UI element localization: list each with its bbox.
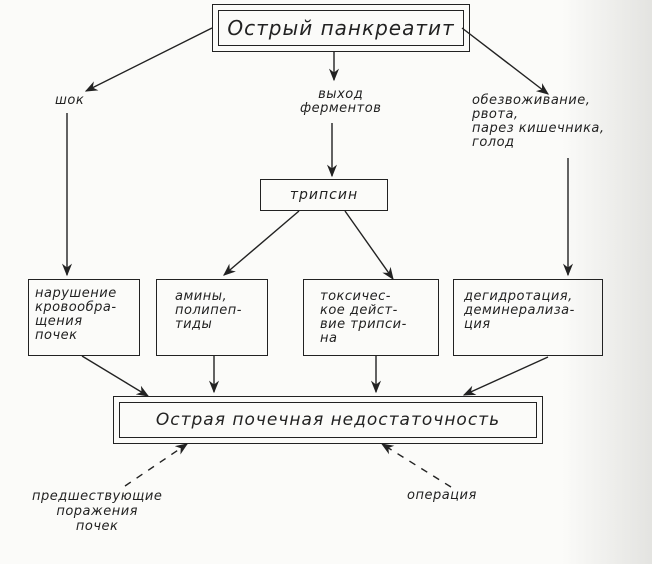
trypsin-box: трипсин bbox=[260, 179, 388, 211]
contributing-operation: операция bbox=[407, 488, 477, 503]
mechanism-amines-text: амины, полипеп- тиды bbox=[175, 289, 242, 332]
mechanism-box-toxic: токсичес- кое дейст- вие трипси- на bbox=[303, 279, 439, 356]
mechanism-toxic-text: токсичес- кое дейст- вие трипси- на bbox=[320, 289, 407, 346]
acute-renal-failure-title: Острая почечная недостаточность bbox=[119, 402, 537, 438]
arrow-trypsin-to-toxic bbox=[344, 210, 394, 281]
mechanism-box-amines: амины, полипеп- тиды bbox=[156, 279, 268, 356]
paper-shadow bbox=[562, 0, 652, 564]
arrow-top-to-shock bbox=[84, 27, 213, 92]
mechanism-box-mineral: дегидротация, деминерализа- ция bbox=[453, 279, 603, 356]
acute-renal-failure-box: Острая почечная недостаточность bbox=[113, 396, 543, 444]
dashed-arrow-operation-to-result bbox=[380, 443, 452, 488]
trypsin-label: трипсин bbox=[289, 187, 359, 203]
contributing-prior-kidney-lesions: предшествующие поражения почек bbox=[32, 489, 163, 534]
acute-pancreatitis-box: Острый панкреатит bbox=[212, 4, 470, 52]
cause-dehydration: обезвоживание, рвота, парез кишечника, г… bbox=[472, 93, 605, 150]
mechanism-circulation-text: нарушение кровообра- щения почек bbox=[35, 286, 117, 343]
arrow-top-to-dehydration bbox=[461, 27, 549, 95]
dashed-arrow-prior-to-result bbox=[124, 443, 189, 487]
mechanism-box-circulation: нарушение кровообра- щения почек bbox=[28, 279, 140, 356]
cause-shock: шок bbox=[55, 93, 85, 108]
arrow-circulation-to-result bbox=[81, 355, 150, 397]
acute-pancreatitis-title: Острый панкреатит bbox=[218, 10, 464, 46]
cause-enzyme-release: выход ферментов bbox=[300, 87, 382, 116]
mechanism-mineral-text: дегидротация, деминерализа- ция bbox=[464, 289, 575, 332]
arrow-trypsin-to-amines bbox=[223, 210, 300, 276]
arrow-mineral-to-result bbox=[462, 356, 549, 396]
